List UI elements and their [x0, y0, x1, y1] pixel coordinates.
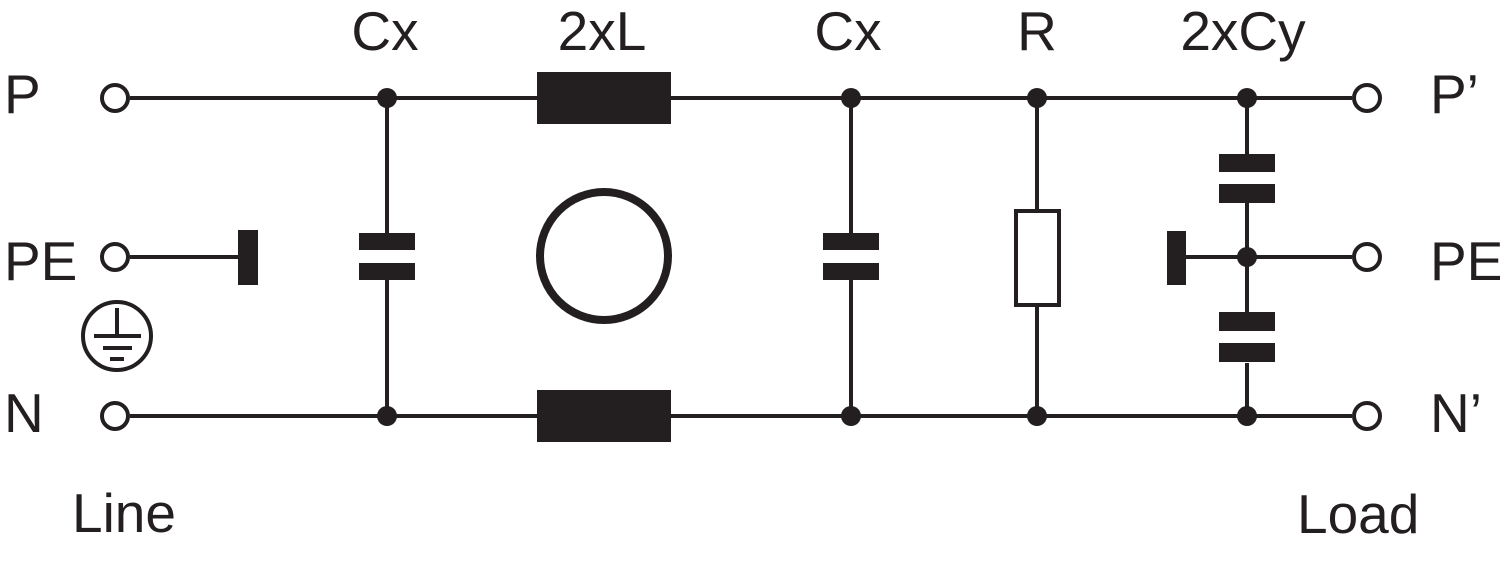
capacitor-plate-icon [1219, 343, 1275, 362]
capacitor-plate-icon [823, 263, 879, 280]
capacitor-plate-icon [359, 233, 415, 250]
junction-dot [1237, 247, 1257, 267]
junction-dot [841, 406, 861, 426]
chassis-bar-right-icon [1167, 231, 1186, 285]
caption-line: Line [72, 482, 176, 544]
protective-earth-icon [81, 300, 153, 372]
junction-dot [377, 88, 397, 108]
label-terminal-n: N [4, 382, 44, 444]
common-mode-choke [536, 72, 672, 442]
component-labels: Cx 2xL Cx R 2xCy [351, 0, 1306, 62]
junction-dot [1237, 88, 1257, 108]
choke-winding-bottom-icon [537, 390, 671, 442]
terminal-labels: P PE N P’ PE N’ [4, 63, 1500, 444]
label-terminal-n-prime: N’ [1430, 382, 1482, 444]
label-terminal-pe-prime: PE [1430, 230, 1500, 292]
capacitor-plate-icon [1219, 312, 1275, 331]
junction-dot [1237, 406, 1257, 426]
discharge-resistor [1014, 209, 1061, 307]
capacitor-plate-icon [823, 233, 879, 250]
resistor-body-icon [1014, 209, 1061, 307]
label-terminal-pe: PE [4, 230, 77, 292]
choke-core-icon [536, 188, 672, 324]
capacitor-plate-icon [1219, 184, 1275, 203]
cx-output-capacitor [823, 233, 879, 280]
label-resistor: R [1017, 0, 1057, 62]
chassis-connections [238, 230, 1186, 285]
side-captions: Line Load [72, 482, 1419, 545]
cx-input-capacitor [359, 233, 415, 280]
junction-dots [377, 88, 1257, 426]
terminal-pe-prime-icon [1352, 242, 1382, 272]
terminal-n-icon [100, 401, 130, 431]
junction-dot [377, 406, 397, 426]
terminal-p-prime-icon [1352, 83, 1382, 113]
chassis-bar-left-icon [238, 230, 258, 285]
terminal-n-prime-icon [1352, 401, 1382, 431]
capacitor-plate-icon [1219, 154, 1275, 172]
label-terminal-p-prime: P’ [1430, 63, 1479, 125]
capacitor-plate-icon [359, 263, 415, 280]
caption-load: Load [1297, 483, 1419, 545]
label-terminal-p: P [4, 63, 41, 125]
terminals [100, 83, 1382, 431]
label-choke: 2xL [558, 0, 647, 62]
terminal-p-icon [100, 83, 130, 113]
label-cx-output: Cx [814, 0, 881, 62]
junction-dot [1027, 88, 1047, 108]
label-cy-pair: 2xCy [1180, 0, 1306, 62]
junction-dot [1027, 406, 1047, 426]
label-cx-input: Cx [351, 0, 418, 62]
wires [130, 96, 1352, 418]
cy-capacitor-pair [1219, 154, 1275, 362]
junction-dot [841, 88, 861, 108]
choke-winding-top-icon [537, 72, 671, 124]
terminal-pe-icon [100, 242, 130, 272]
